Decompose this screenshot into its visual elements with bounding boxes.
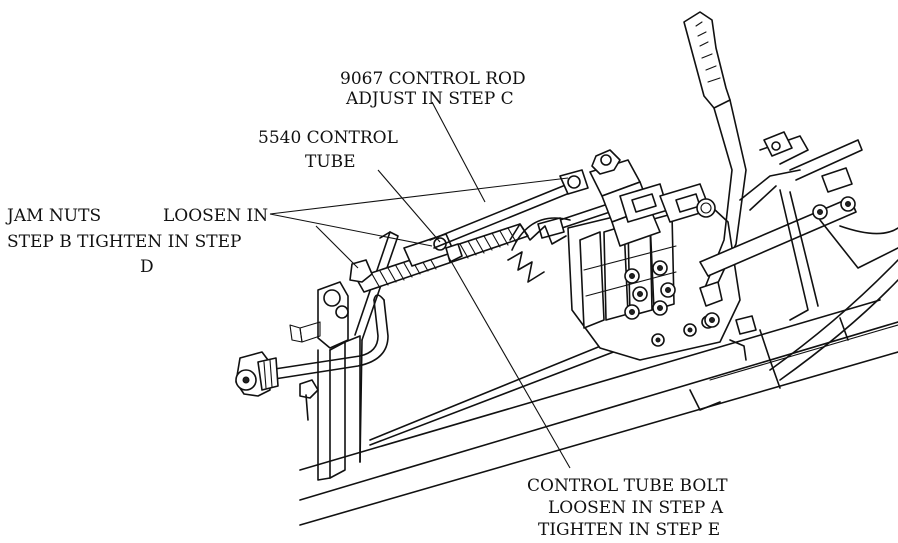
control-tube-label-line1: 5540 CONTROL — [258, 128, 398, 148]
jam-nuts-loosen-label: LOOSEN IN — [163, 206, 268, 226]
leader-tube-bolt — [447, 255, 571, 469]
hydraulic-pump — [567, 149, 741, 361]
control-rod — [429, 169, 623, 249]
leader-lines — [269, 101, 571, 469]
right-linkage — [699, 131, 898, 389]
leader-control-tube — [377, 169, 441, 243]
control-rod-label-line1: 9067 CONTROL ROD — [340, 69, 526, 89]
jam-nuts-label-line2: STEP B TIGHTEN IN STEP — [7, 232, 241, 252]
leader-jam-nut-rod — [269, 177, 569, 215]
frame-rails — [299, 299, 898, 526]
fan-shroud — [507, 217, 571, 283]
control-rod-label-line2: ADJUST IN STEP C — [345, 89, 514, 109]
tube-threads — [371, 227, 517, 289]
control-lever — [683, 11, 747, 328]
control-tube — [349, 223, 529, 293]
callout-labels: 9067 CONTROL ROD ADJUST IN STEP C 5540 C… — [5, 69, 728, 540]
leader-jam-nut-tube — [269, 213, 433, 247]
jam-nuts-label-line1: JAM NUTS — [5, 206, 101, 226]
leader-jam-nut-left — [315, 225, 359, 269]
tube-bolt-label-line1: CONTROL TUBE BOLT — [527, 476, 728, 496]
control-tube-label-line2: TUBE — [305, 152, 356, 172]
jam-nuts-label-line3: D — [140, 257, 154, 277]
tube-bolt-label-line3: TIGHTEN IN STEP E — [538, 520, 720, 540]
tube-bolt-label-line2: LOOSEN IN STEP A — [548, 498, 724, 518]
lower-bent-rod — [235, 294, 389, 421]
leader-control-rod — [431, 101, 486, 203]
